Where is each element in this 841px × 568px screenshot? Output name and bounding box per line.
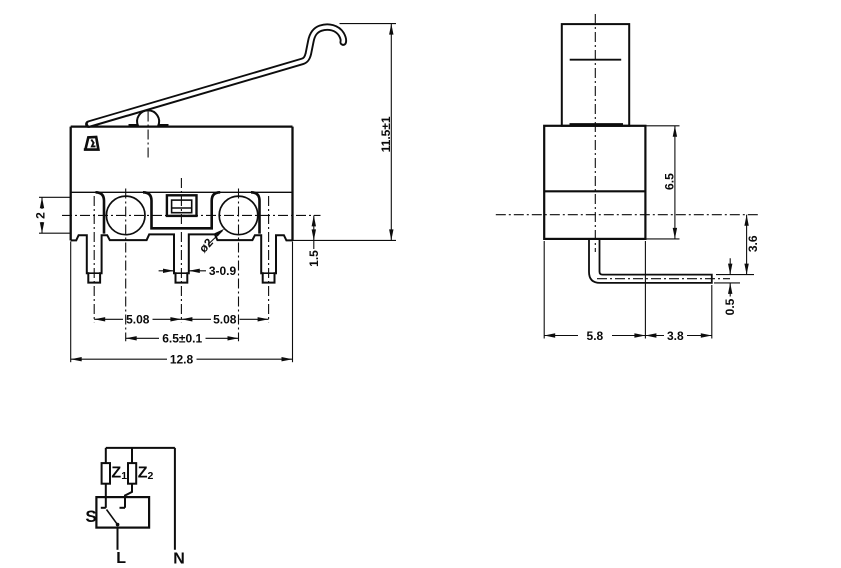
- svg-text:2: 2: [148, 470, 154, 482]
- svg-text:6.5: 6.5: [662, 173, 676, 190]
- svg-text:2: 2: [34, 212, 48, 219]
- svg-text:3.6: 3.6: [746, 235, 760, 252]
- svg-text:5.8: 5.8: [587, 329, 604, 343]
- svg-text:Z: Z: [111, 464, 121, 481]
- svg-text:ø2: ø2: [196, 235, 216, 255]
- svg-text:11.5±1: 11.5±1: [379, 116, 393, 152]
- svg-text:5.08: 5.08: [126, 313, 150, 327]
- svg-text:1: 1: [121, 470, 127, 482]
- svg-text:S: S: [85, 507, 96, 526]
- svg-text:Z: Z: [138, 464, 148, 481]
- svg-text:5.08: 5.08: [213, 313, 237, 327]
- svg-text:3.8: 3.8: [667, 329, 684, 343]
- svg-text:6.5±0.1: 6.5±0.1: [162, 332, 202, 346]
- svg-text:0.5: 0.5: [723, 298, 737, 315]
- svg-text:L: L: [116, 550, 126, 567]
- svg-text:N: N: [173, 550, 185, 567]
- svg-text:3-0.9: 3-0.9: [209, 264, 237, 278]
- svg-text:1.5: 1.5: [307, 250, 321, 267]
- svg-text:12.8: 12.8: [170, 353, 194, 367]
